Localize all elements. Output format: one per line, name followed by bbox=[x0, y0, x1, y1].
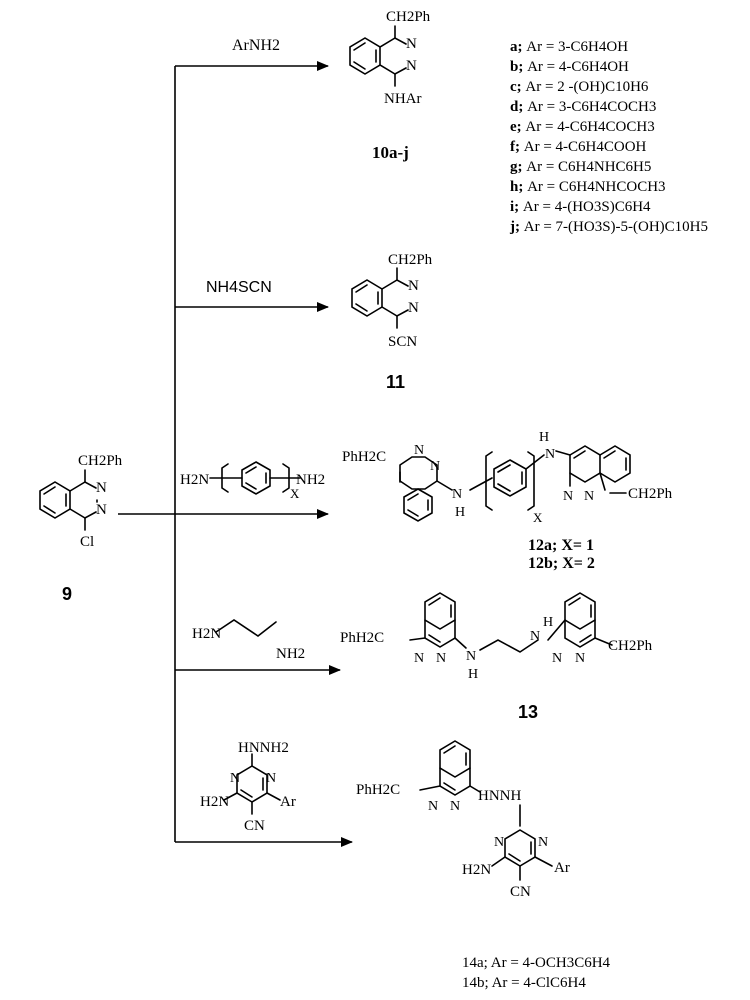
reagent-arnh2: ArNH2 bbox=[232, 37, 280, 54]
c10-n2: N bbox=[406, 58, 417, 74]
pyrimidine-n-right: N bbox=[266, 771, 276, 786]
c14-ar: Ar bbox=[554, 860, 570, 876]
c12-h-link-right: H bbox=[539, 430, 549, 445]
c11-label: 11 bbox=[386, 372, 405, 392]
c13-label: 13 bbox=[518, 702, 538, 722]
ethylenediamine-h2n: H2N bbox=[192, 626, 221, 642]
pyrimidine-ar: Ar bbox=[280, 794, 296, 810]
c13-h-link-left: H bbox=[468, 667, 478, 682]
ar-list-item-g: g; Ar = C6H4NHC6H5 bbox=[510, 159, 651, 175]
c12-n-c: N bbox=[563, 489, 573, 504]
reagent-nh4scn: NH4SCN bbox=[206, 279, 272, 296]
c13-n-b: N bbox=[436, 651, 446, 666]
c13-n-c: N bbox=[552, 651, 562, 666]
c14-n-a: N bbox=[428, 799, 438, 814]
pyrimidine-h2n: H2N bbox=[200, 794, 229, 810]
c14-phh2c: PhH2C bbox=[356, 782, 400, 798]
pyrimidine-n-left: N bbox=[230, 771, 240, 786]
compound-9-structure bbox=[39, 469, 98, 531]
ar-list-item-a: a; Ar = 3-C6H4OH bbox=[510, 39, 628, 55]
ethylenediamine-reagent bbox=[215, 619, 277, 637]
c14-n-pyr-right: N bbox=[538, 835, 548, 850]
c9-label: 9 bbox=[62, 584, 72, 604]
diamine-h2n: H2N bbox=[180, 472, 209, 488]
compound-12-structure bbox=[399, 445, 631, 522]
c14-n-pyr-left: N bbox=[494, 835, 504, 850]
c14-hnnh: HNNH bbox=[478, 788, 521, 804]
ar-list-item-d: d; Ar = 3-C6H4COCH3 bbox=[510, 99, 656, 115]
compound-14-structure bbox=[419, 740, 553, 881]
c13-n-link-left: N bbox=[466, 649, 476, 664]
compound-13-structure bbox=[409, 592, 613, 653]
c11-n1: N bbox=[408, 278, 419, 294]
c12-n-b: N bbox=[430, 459, 440, 474]
c10-label: 10a-j bbox=[372, 143, 409, 162]
c9-cl: Cl bbox=[80, 534, 94, 550]
c9-n2: N bbox=[96, 502, 107, 518]
c13-n-d: N bbox=[575, 651, 585, 666]
ar-list-item-f: f; Ar = 4-C6H4COOH bbox=[510, 139, 647, 155]
compound-11-structure bbox=[351, 267, 409, 329]
ar-list-item-j: j; Ar = 7-(HO3S)-5-(OH)C10H5 bbox=[509, 219, 708, 235]
c14-label-b: 14b; Ar = 4-ClC6H4 bbox=[462, 975, 586, 991]
c14-cn: CN bbox=[510, 884, 531, 900]
c11-scn: SCN bbox=[388, 334, 417, 350]
ethylenediamine-nh2: NH2 bbox=[276, 646, 305, 662]
pyrimidine-reagent bbox=[223, 753, 281, 815]
c13-h-link-right: H bbox=[543, 615, 553, 630]
c12-ch2ph: CH2Ph bbox=[628, 486, 673, 502]
reaction-arrows bbox=[118, 61, 353, 847]
ar-substituent-list: a; Ar = 3-C6H4OH b; Ar = 4-C6H4OH c; Ar = … bbox=[509, 39, 708, 235]
c14-label-a: 14a; Ar = 4-OCH3C6H4 bbox=[462, 955, 611, 971]
c12-h-link-left: H bbox=[455, 505, 465, 520]
c12-n-d: N bbox=[584, 489, 594, 504]
diamine-nh2: NH2 bbox=[296, 472, 325, 488]
c13-ch2ph: CH2Ph bbox=[608, 638, 653, 654]
ar-list-item-h: h; Ar = C6H4NHCOCH3 bbox=[510, 179, 666, 195]
c13-phh2c: PhH2C bbox=[340, 630, 384, 646]
c9-ch2ph: CH2Ph bbox=[78, 453, 123, 469]
c14-h2n: H2N bbox=[462, 862, 491, 878]
ar-list-item-c: c; Ar = 2 -(OH)C10H6 bbox=[510, 79, 649, 95]
diamine-x: X bbox=[290, 486, 300, 501]
c14-n-b: N bbox=[450, 799, 460, 814]
c12-label-a: 12a; X= 1 bbox=[528, 537, 594, 554]
c13-n-a: N bbox=[414, 651, 424, 666]
ar-list-item-e: e; Ar = 4-C6H4COCH3 bbox=[510, 119, 655, 135]
c12-n-a: N bbox=[414, 443, 424, 458]
c12-n-link-right: N bbox=[545, 447, 555, 462]
c12-x: X bbox=[533, 510, 543, 525]
diamine-aryl-reagent bbox=[209, 461, 301, 495]
c12-label-b: 12b; X= 2 bbox=[528, 555, 595, 572]
pyrimidine-hnnh2: HNNH2 bbox=[238, 740, 289, 756]
c10-ch2ph: CH2Ph bbox=[386, 9, 431, 25]
ar-list-item-b: b; Ar = 4-C6H4OH bbox=[510, 59, 629, 75]
c9-n1: N bbox=[96, 480, 107, 496]
c10-nhar: NHAr bbox=[384, 91, 422, 107]
ar-list-item-i: i; Ar = 4-(HO3S)C6H4 bbox=[510, 199, 651, 215]
compound-10-structure bbox=[349, 25, 407, 87]
c12-n-link-left: N bbox=[452, 487, 462, 502]
c13-n-link-right: N bbox=[530, 629, 540, 644]
c12-phh2c: PhH2C bbox=[342, 449, 386, 465]
c11-n2: N bbox=[408, 300, 419, 316]
pyrimidine-cn: CN bbox=[244, 818, 265, 834]
c11-ch2ph: CH2Ph bbox=[388, 252, 433, 268]
c10-n1: N bbox=[406, 36, 417, 52]
